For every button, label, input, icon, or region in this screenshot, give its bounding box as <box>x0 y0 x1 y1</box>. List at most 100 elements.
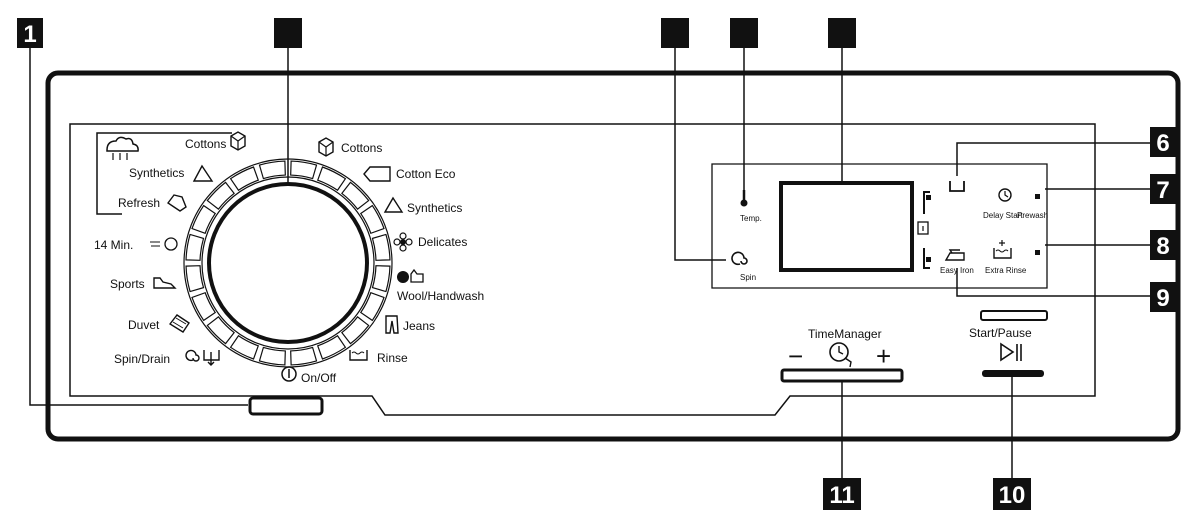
callout-6: 6 <box>1150 127 1176 157</box>
callout-10-number: 10 <box>999 482 1026 509</box>
prewash-icon <box>949 181 965 192</box>
prog-right-synthetics: Synthetics <box>407 201 462 215</box>
dial-segment <box>290 160 318 180</box>
cottons-shirt-icon <box>230 131 246 151</box>
play-pause-icon <box>1000 342 1022 362</box>
callout-9: 9 <box>1150 282 1176 312</box>
dial-knob[interactable] <box>207 182 369 344</box>
temp-button[interactable]: Temp. <box>740 190 762 223</box>
prewash-label: Prewash <box>1017 211 1048 220</box>
start-pause-button[interactable] <box>982 370 1044 377</box>
callout-8-number: 8 <box>1156 233 1169 260</box>
callout-7-number: 7 <box>1156 177 1169 204</box>
dial-segment <box>185 233 205 261</box>
time-manager-button[interactable] <box>780 368 904 383</box>
prewash-option-button[interactable] <box>949 181 965 192</box>
extra-rinse-button[interactable]: Extra Rinse <box>985 240 1027 275</box>
prog-left-refresh: Refresh <box>118 196 160 210</box>
dial-segment <box>371 265 391 293</box>
dial-segment <box>229 334 260 360</box>
on-off-button[interactable] <box>248 396 324 416</box>
wool-handwash-icon <box>397 268 424 283</box>
cotton-eco-tag-icon <box>363 166 391 182</box>
extra-rinse-icon <box>993 240 1012 259</box>
delicates-flower-icon <box>393 232 413 252</box>
rinse-basin-icon <box>349 350 368 361</box>
synthetics-right-icon <box>383 196 404 213</box>
time-manager-plus[interactable]: + <box>876 341 891 371</box>
dial-ring-inner <box>201 176 375 350</box>
time-manager-label: TimeManager <box>808 327 882 341</box>
door-lock-indicator <box>917 191 931 269</box>
spin-drain-icon <box>185 349 220 366</box>
callout-spin-leader <box>674 48 726 261</box>
spin-label: Spin <box>740 273 756 282</box>
power-icon <box>281 366 297 382</box>
prog-right-cotton-eco: Cotton Eco <box>396 167 456 181</box>
dial-segment <box>258 160 286 180</box>
on-off-label: On/Off <box>301 371 337 385</box>
start-pause-top-bar <box>980 310 1048 321</box>
refresh-cloud-icon <box>106 136 139 160</box>
dial-segment <box>206 181 235 210</box>
fourteen-min-icon <box>150 237 178 251</box>
callout-11: 11 <box>823 478 861 510</box>
dial-segment <box>206 316 235 345</box>
prog-left-cottons: Cottons <box>185 137 226 151</box>
cottons-right-shirt-icon <box>318 137 334 157</box>
dial-segment <box>229 166 260 192</box>
dial-segment <box>359 204 385 235</box>
thermometer-icon <box>740 190 748 207</box>
panel-outer-frame <box>45 70 1181 442</box>
delay-start-label: Delay Start <box>983 211 1023 220</box>
callout-9-number: 9 <box>1156 285 1169 312</box>
time-manager-minus[interactable]: − <box>788 341 803 371</box>
synthetics-triangle-icon <box>192 164 214 182</box>
sports-shoe-icon <box>153 277 177 289</box>
delay-start-button[interactable]: Delay Start Prewash <box>983 188 1048 220</box>
dial-segment <box>371 233 391 261</box>
delay-start-led <box>1035 194 1040 199</box>
extra-rinse-led <box>1035 250 1040 255</box>
prog-left-14min: 14 Min. <box>94 238 133 252</box>
prog-right-wool: Wool/Handwash <box>397 289 484 303</box>
time-manager-clock-icon <box>829 342 852 368</box>
spin-button[interactable]: Spin <box>731 251 756 282</box>
callout-1-number: 1 <box>23 21 36 48</box>
extra-rinse-label: Extra Rinse <box>985 266 1027 275</box>
duvet-icon <box>168 314 190 333</box>
start-pause-label: Start/Pause <box>969 326 1032 340</box>
callout-spin-button <box>661 18 689 48</box>
dial-segment <box>341 316 370 345</box>
prog-right-rinse: Rinse <box>377 351 408 365</box>
spin-icon <box>731 251 748 266</box>
dial-segments <box>185 160 391 366</box>
prog-left-spin-drain: Spin/Drain <box>114 352 170 366</box>
bracket-left <box>96 132 232 215</box>
prog-left-synthetics: Synthetics <box>129 166 184 180</box>
easy-iron-button[interactable]: Easy Iron <box>940 249 974 275</box>
callout-9-leader <box>956 268 1150 297</box>
dial-segment <box>359 291 385 322</box>
callout-1-leader <box>29 48 248 406</box>
jeans-icon <box>385 315 399 334</box>
prog-right-delicates: Delicates <box>418 235 467 249</box>
callout-6-leader <box>956 142 1150 176</box>
callout-programme-selector <box>274 18 302 48</box>
callout-11-number: 11 <box>829 482 854 509</box>
callout-6-number: 6 <box>1156 130 1169 157</box>
dial-segment <box>341 181 370 210</box>
dial-segment <box>185 265 205 293</box>
panel-inner-fascia <box>69 123 1096 416</box>
callout-10: 10 <box>993 478 1031 510</box>
dial-segment <box>316 166 347 192</box>
temp-label: Temp. <box>740 214 762 223</box>
callout-8: 8 <box>1150 230 1176 260</box>
prog-left-sports: Sports <box>110 277 145 291</box>
display-panel-frame <box>711 163 1048 289</box>
prog-left-duvet: Duvet <box>128 318 160 332</box>
programme-dial[interactable] <box>183 158 393 368</box>
callout-display <box>828 18 856 48</box>
easy-iron-label: Easy Iron <box>940 266 974 275</box>
